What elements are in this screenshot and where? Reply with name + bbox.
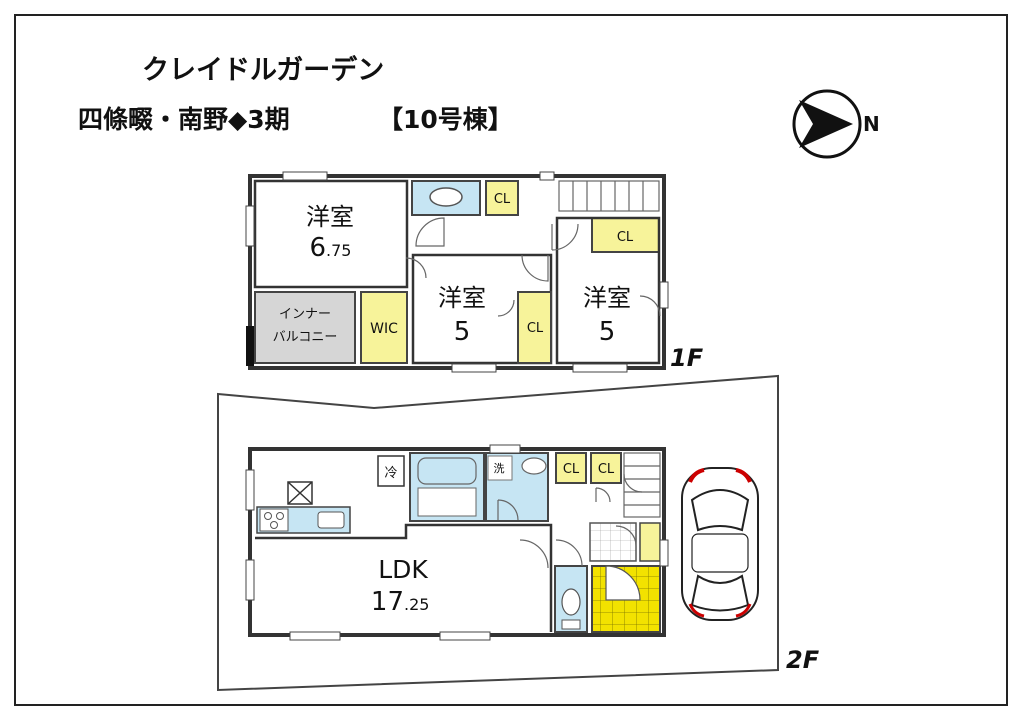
floor-2f <box>217 374 779 692</box>
fridge-space <box>377 455 405 487</box>
label-closet-1f-c: CL <box>527 321 544 336</box>
label-closet-1f-b: CL <box>617 230 634 245</box>
car-icon <box>681 467 759 621</box>
floor-label-2f: 2F <box>786 646 820 674</box>
room-wic <box>360 291 408 364</box>
label-western-a: 洋室 <box>306 203 354 231</box>
label-closet-2f-a: CL <box>563 462 580 477</box>
room-inner-balcony <box>254 291 356 364</box>
size-western-b: 5 <box>454 317 471 347</box>
label-western-b: 洋室 <box>438 284 486 312</box>
shoe-storage <box>589 522 637 562</box>
property-name: クレイドルガーデン <box>142 55 385 86</box>
closet-1f-a <box>485 180 519 216</box>
compass-icon: N <box>792 89 880 159</box>
label-inner-balcony-1: インナー <box>279 307 331 322</box>
floor-label-1f: 1F <box>670 344 704 372</box>
page-frame <box>14 14 1008 706</box>
compass-north-label: N <box>863 112 880 136</box>
label-ldk: LDK <box>378 555 428 584</box>
label-fridge: 冷 <box>384 466 397 481</box>
label-western-c: 洋室 <box>583 284 631 312</box>
size-ldk-main: 17 <box>371 587 404 617</box>
label-closet-1f-a: CL <box>494 192 511 207</box>
closet-1f-b <box>591 217 660 253</box>
property-location: 四條畷・南野◆3期 <box>78 105 290 134</box>
closet-2f-a <box>555 452 587 484</box>
building-number: 【10号棟】 <box>378 105 513 134</box>
closet-2f-b <box>590 452 622 484</box>
size-western-a-main: 6 <box>309 233 326 263</box>
label-closet-2f-b: CL <box>598 462 615 477</box>
label-inner-balcony-2: バルコニー <box>273 330 338 345</box>
closet-1f-c <box>517 291 552 364</box>
size-western-a-dec: .75 <box>326 241 351 260</box>
label-wash: 洗 <box>494 462 505 475</box>
floor-1f <box>245 171 669 373</box>
room-western-a <box>253 179 409 289</box>
size-ldk-dec: .25 <box>404 595 429 614</box>
label-wic: WIC <box>370 321 398 337</box>
room-western-c <box>555 216 661 365</box>
size-western-c: 5 <box>599 317 616 347</box>
